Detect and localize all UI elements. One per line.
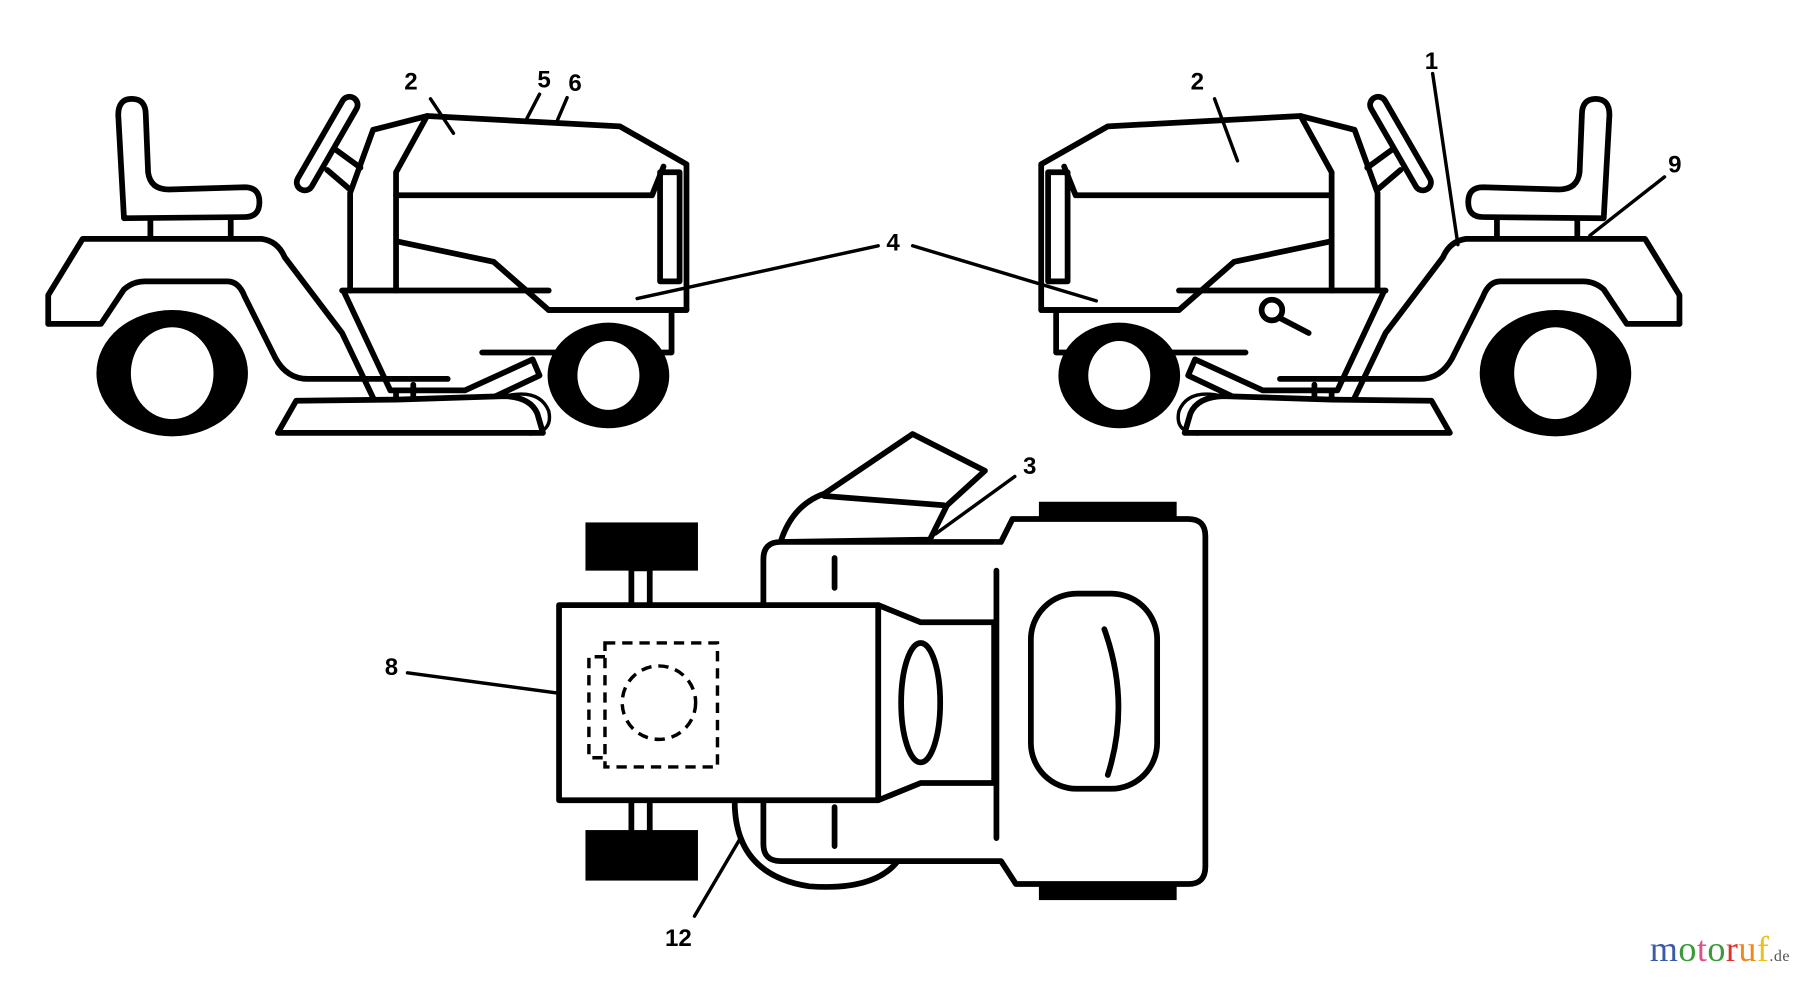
callout-2-right: 2 [1191, 69, 1204, 96]
wm-suffix: .de [1769, 948, 1790, 965]
right-side-view [1041, 94, 1679, 436]
callout-4: 4 [886, 229, 900, 256]
wm-letter: u [1738, 929, 1757, 969]
callout-3: 3 [1023, 453, 1036, 480]
wm-letter: m [1649, 929, 1679, 969]
wm-letter: t [1696, 929, 1708, 969]
rear-tire-top [585, 522, 698, 571]
discharge-chute [777, 431, 988, 545]
seat-top [1027, 590, 1161, 792]
decal-location-8 [620, 664, 698, 742]
top-view [556, 431, 1209, 901]
callout-12: 12 [665, 925, 692, 952]
wm-letter: r [1725, 929, 1739, 969]
front-tire-bottom [1038, 884, 1177, 901]
bagger-outline [731, 798, 901, 890]
watermark-logo: motoruf.de [1650, 928, 1790, 970]
wm-letter: f [1756, 929, 1770, 969]
callout-6: 6 [568, 70, 581, 97]
callout-2-left: 2 [404, 69, 417, 96]
callout-5: 5 [537, 66, 550, 93]
fuel-cap [1258, 296, 1286, 324]
wm-letter: o [1678, 929, 1697, 969]
front-tire-top [1038, 501, 1177, 518]
callout-8: 8 [385, 654, 398, 681]
callout-1: 1 [1425, 48, 1438, 75]
wm-letter: o [1707, 929, 1726, 969]
left-side-view [48, 94, 686, 436]
callout-9: 9 [1668, 151, 1681, 178]
rear-tire-bottom [585, 830, 698, 881]
